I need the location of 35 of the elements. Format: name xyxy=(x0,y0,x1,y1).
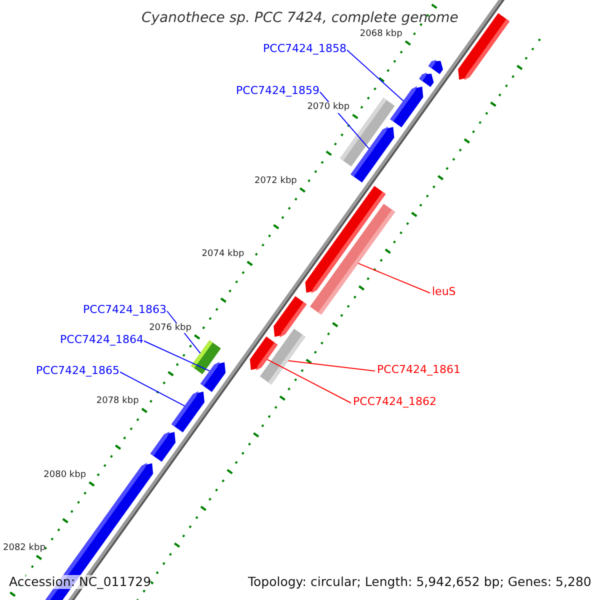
scale-label: 2072 kbp xyxy=(254,176,297,186)
gene-block xyxy=(310,204,396,315)
map-title: Cyanothece sp. PCC 7424, complete genome xyxy=(142,10,458,26)
gene-block xyxy=(390,86,424,128)
leader-line xyxy=(288,360,376,372)
scale-label: 2074 kbp xyxy=(202,249,244,260)
gene-block xyxy=(428,60,443,74)
scale-label: 2078 kbp xyxy=(96,396,139,407)
gene-block xyxy=(171,391,204,432)
gene-label: leuS xyxy=(432,286,456,298)
accession-note: Accession: NC_011729 xyxy=(9,575,152,590)
gene-block xyxy=(200,362,226,392)
leader-line xyxy=(358,262,430,294)
leader-line xyxy=(346,50,404,102)
gene-block xyxy=(250,336,278,370)
genome-summary-note: Topology: circular; Length: 5,942,652 bp; Genes: 5,280 xyxy=(248,575,592,590)
gene-label: PCC7424_1863 xyxy=(83,304,166,316)
scale-label: 2070 kbp xyxy=(307,102,350,113)
leader-line xyxy=(266,358,352,404)
scale-label: 2076 kbp xyxy=(149,322,192,334)
gene-label: PCC7424_1859 xyxy=(236,84,320,98)
scale-label: 2068 kbp xyxy=(360,28,402,40)
scale-label: 2080 kbp xyxy=(44,470,86,480)
gene-block xyxy=(150,432,176,462)
gene-label: PCC7424_1858 xyxy=(263,42,346,56)
gene-label: PCC7424_1865 xyxy=(36,364,120,378)
leader-line xyxy=(120,372,186,406)
gene-block xyxy=(350,126,394,182)
gene-label: PCC7424_1861 xyxy=(377,364,460,376)
gene-label: PCC7424_1864 xyxy=(60,334,144,346)
gene-block xyxy=(458,13,510,80)
leader-line xyxy=(144,340,210,372)
scale-label: 2082 kbp xyxy=(3,543,46,554)
gene-block xyxy=(419,72,434,87)
gene-label: PCC7424_1862 xyxy=(353,396,436,408)
